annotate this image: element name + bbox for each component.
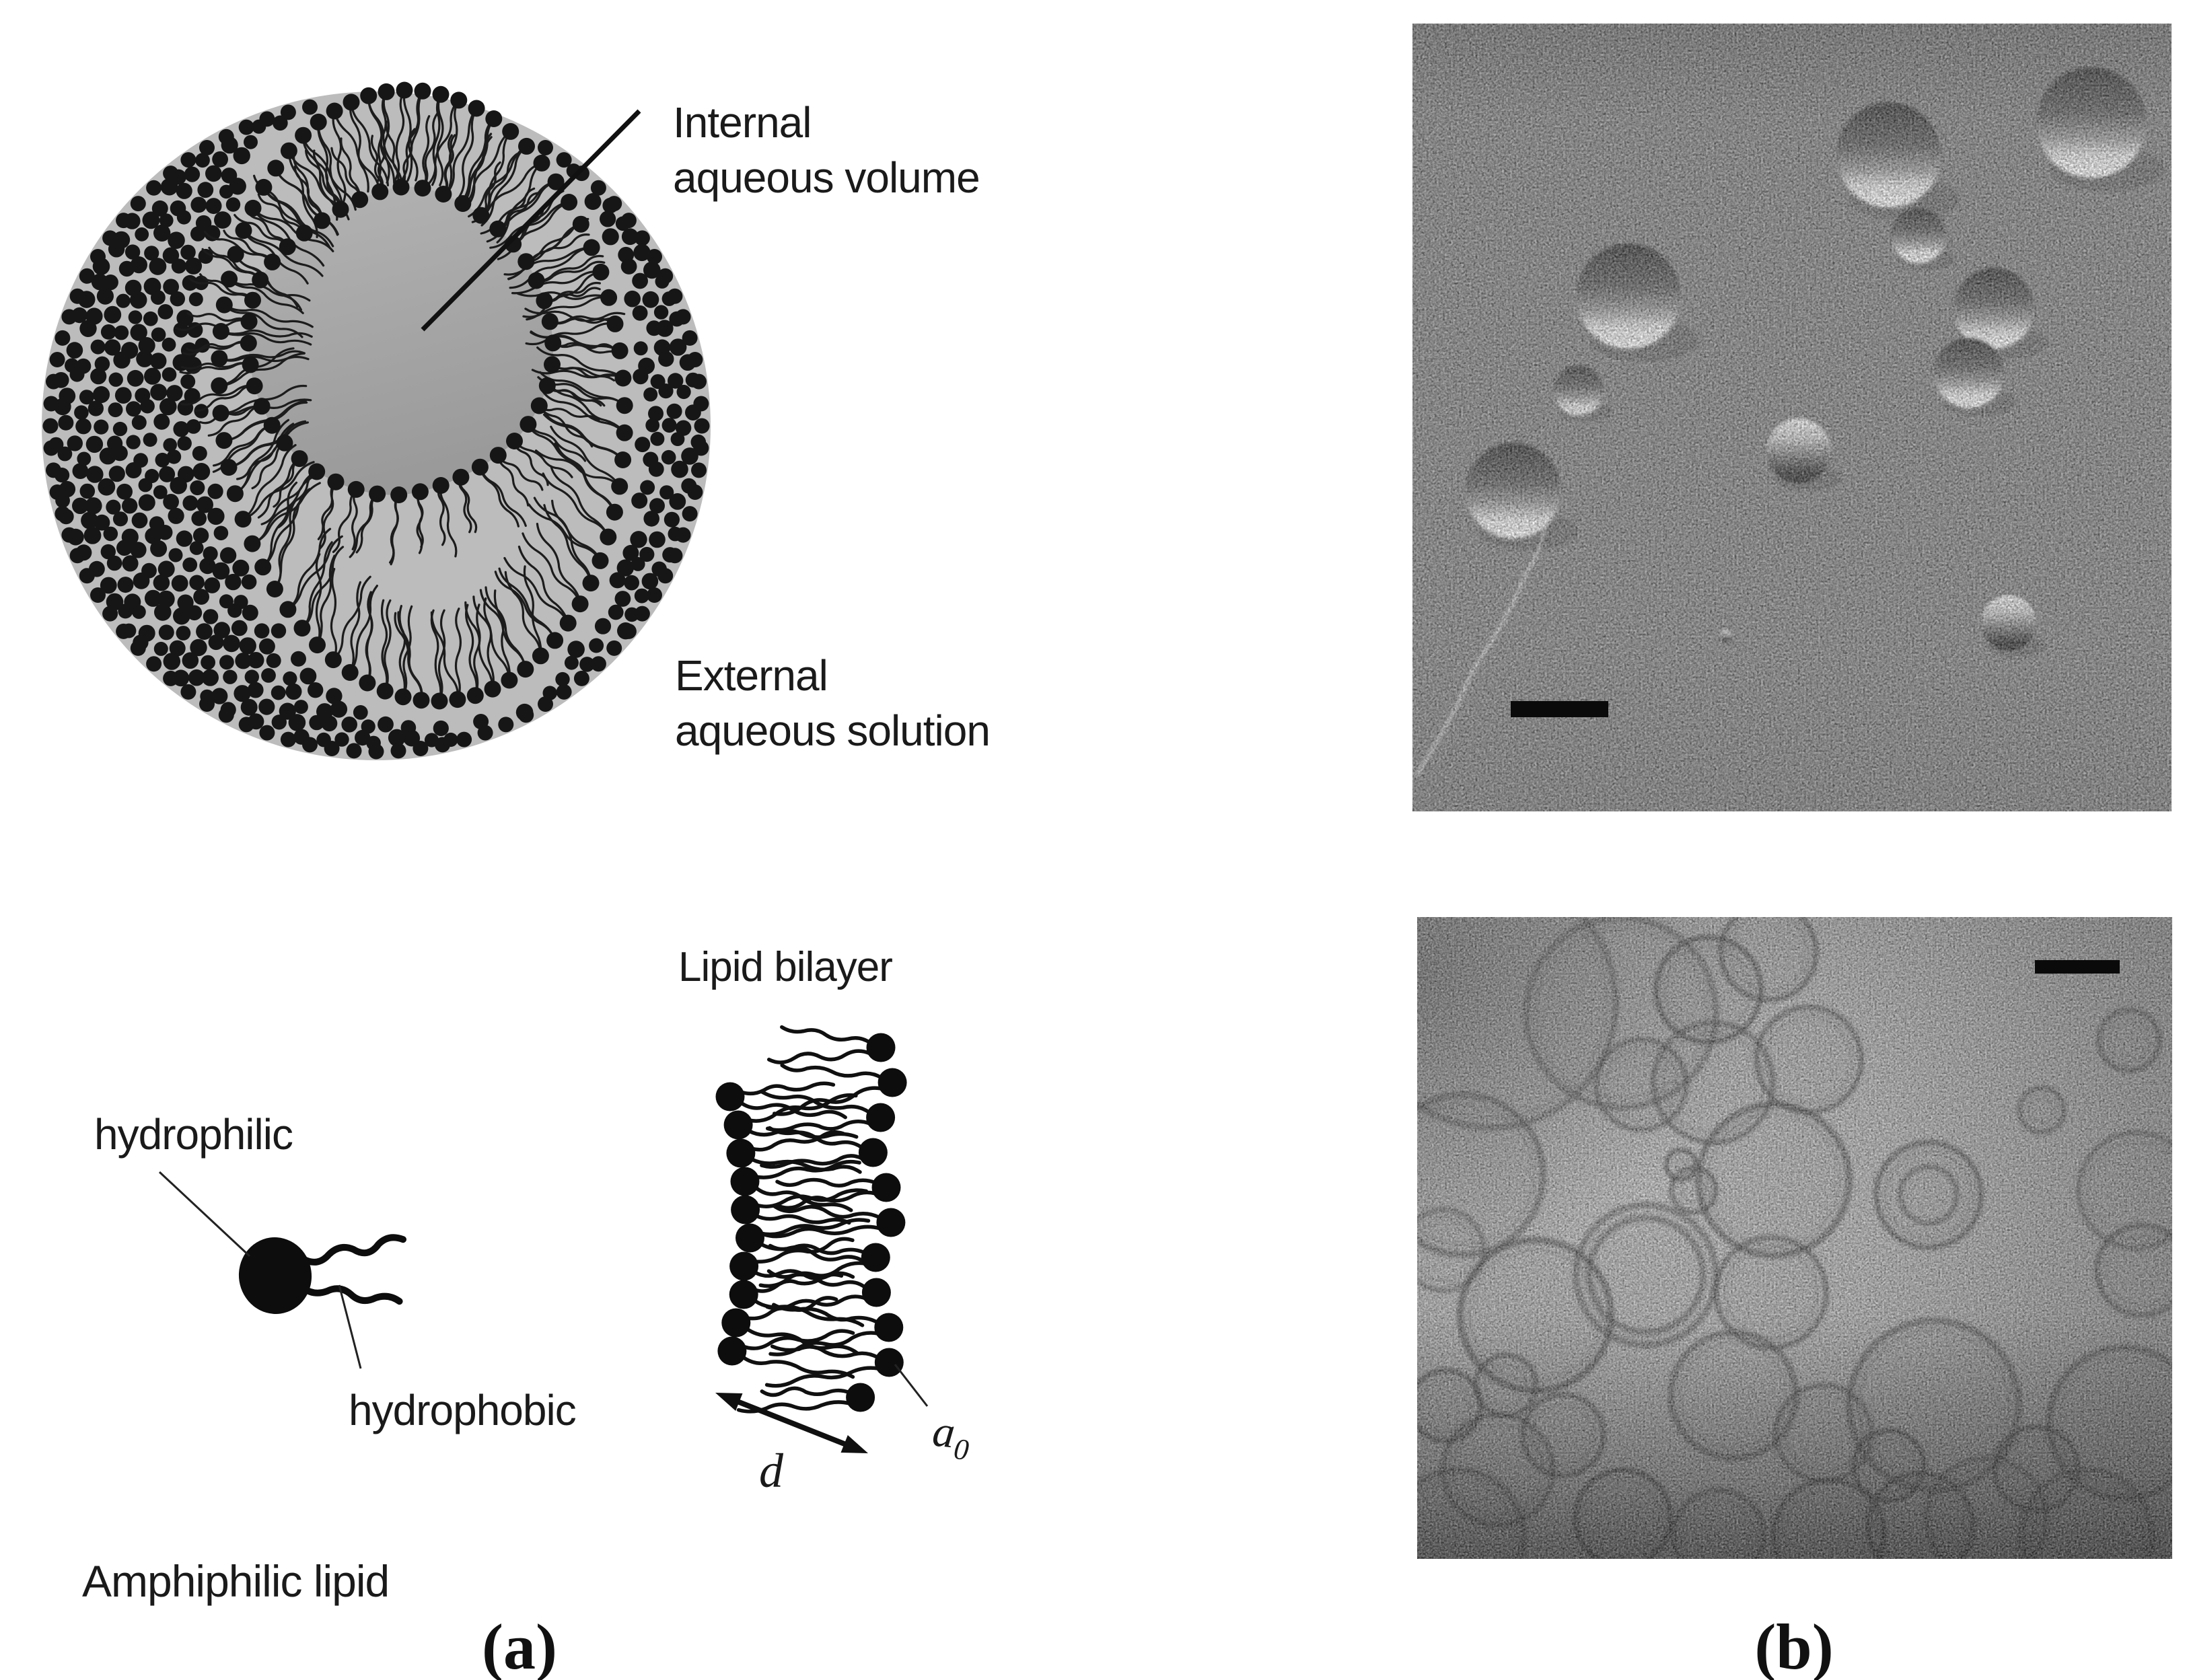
headgroup-area-a0-label: a0 <box>930 1403 972 1466</box>
cryo-tem-image <box>1417 917 2172 1559</box>
bilayer-thickness-d-label: d <box>759 1444 783 1498</box>
internal-aqueous-volume-label: Internal aqueous volume <box>673 96 980 206</box>
external-aqueous-solution-label: External aqueous solution <box>675 649 991 759</box>
a0-base: a <box>930 1406 957 1458</box>
internal-label-line2: aqueous volume <box>673 153 980 202</box>
panel-b-label: (b) <box>1754 1611 1834 1680</box>
hydrophilic-label: hydrophilic <box>94 1110 293 1159</box>
freeze-fracture-tem-image <box>1412 24 2172 811</box>
external-label-line1: External <box>675 651 828 700</box>
internal-label-line1: Internal <box>673 98 812 147</box>
scale-bar <box>2035 960 2120 974</box>
panel-a-label: (a) <box>482 1611 557 1680</box>
hydrophobic-label: hydrophobic <box>349 1386 577 1434</box>
scale-bar <box>1511 701 1608 717</box>
amphiphilic-lipid-label: Amphiphilic lipid <box>82 1556 390 1606</box>
external-label-line2: aqueous solution <box>675 706 991 755</box>
liposome-diagram <box>42 81 929 1453</box>
lipid-bilayer-label: Lipid bilayer <box>678 944 893 990</box>
